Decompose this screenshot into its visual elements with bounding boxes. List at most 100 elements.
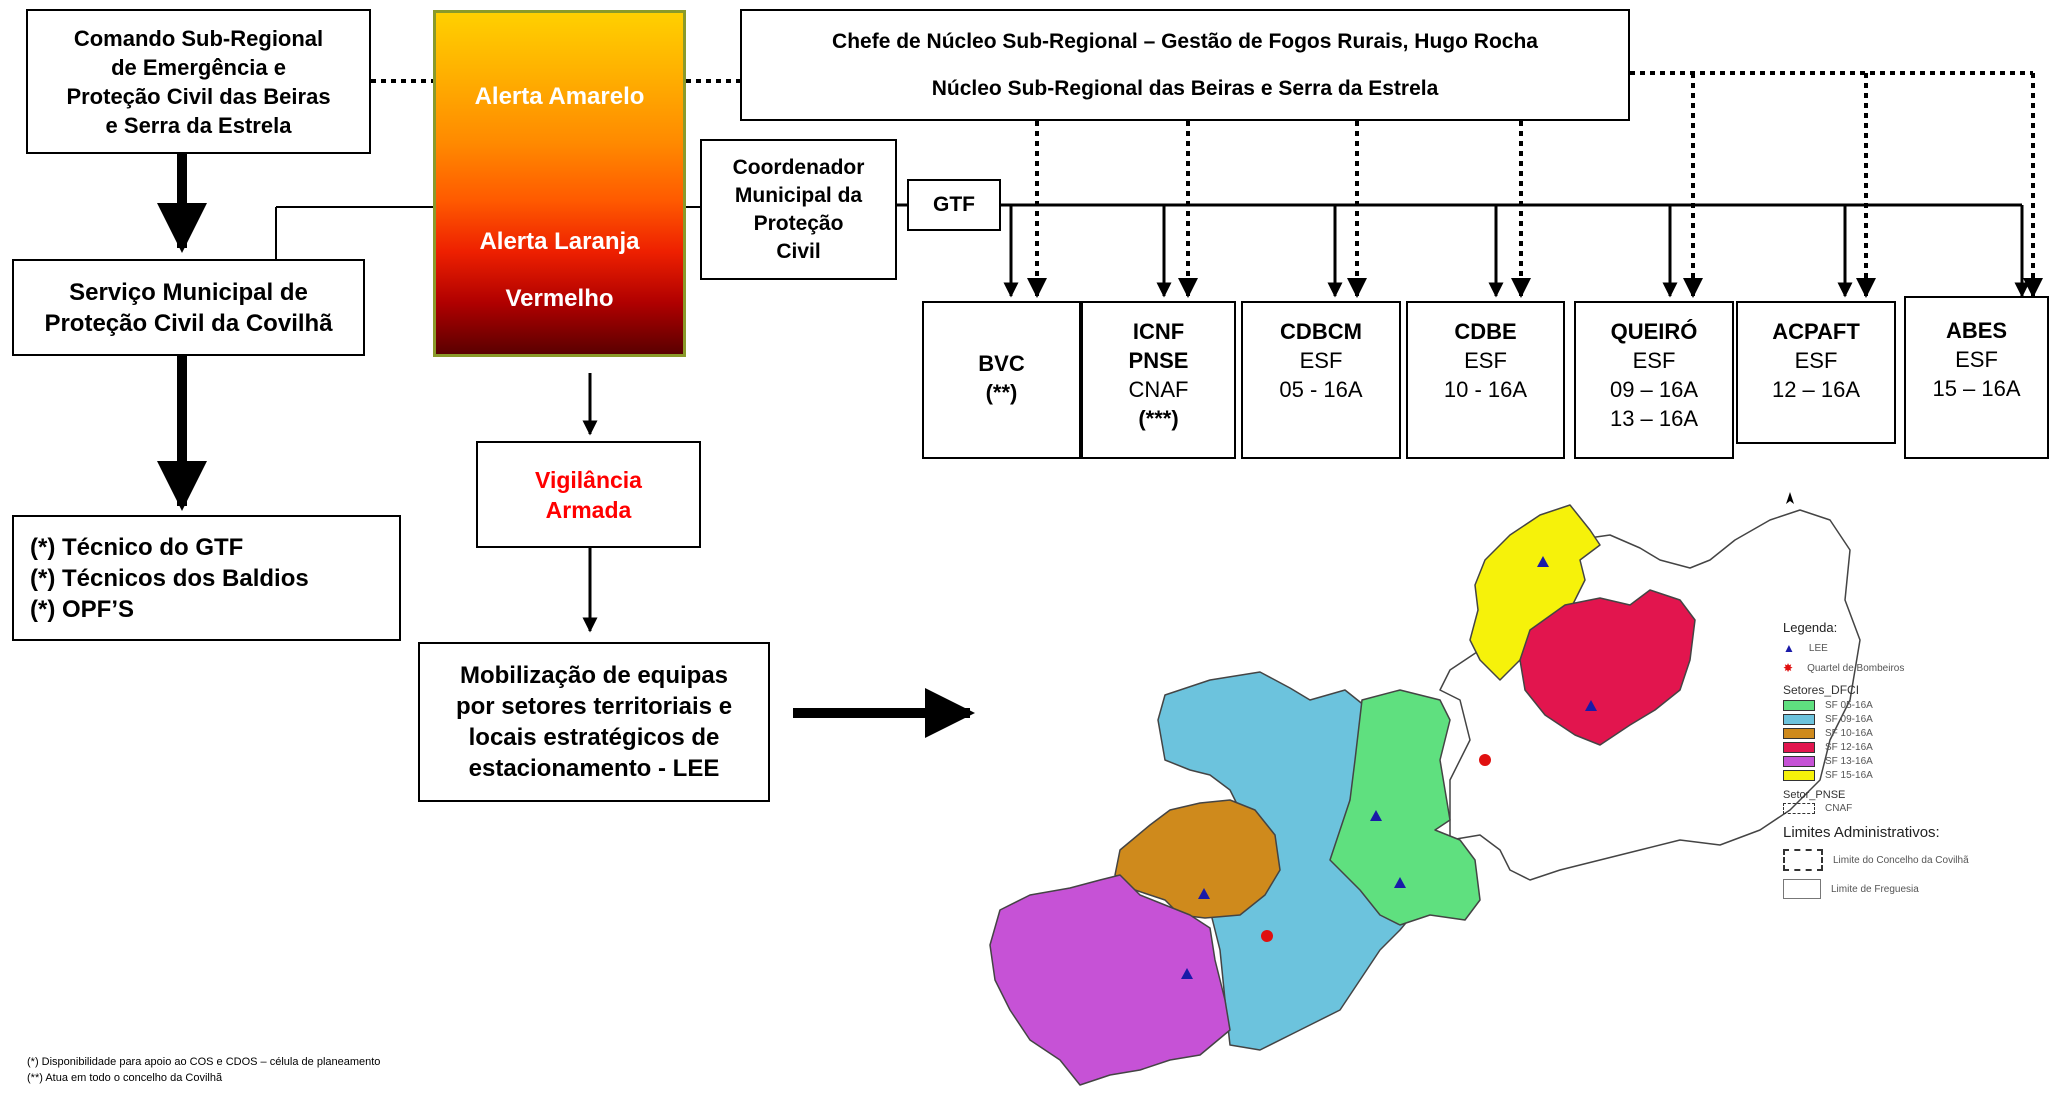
unit-line: 05 - 16A: [1279, 377, 1363, 402]
alert-amarelo: Alerta Amarelo: [474, 83, 645, 110]
unit-line: 13 – 16A: [1609, 406, 1699, 431]
tecnicos-line-1: (*) Técnico do GTF: [30, 533, 244, 561]
legend-pnse-label: CNAF: [1825, 803, 1853, 814]
footnote: (**) Atua em todo o concelho da Covilhã: [27, 1072, 223, 1084]
mobilizacao-line-3: locais estratégicos de: [468, 724, 720, 751]
lee-icon: [1537, 556, 1549, 567]
legend-setor: SF 12-16A: [1783, 742, 2033, 753]
unit-name: ICNF: [1132, 319, 1185, 344]
coordenador-box: Coordenador Municipal da Proteção Civil: [700, 139, 897, 280]
map-region-orange: [1114, 799, 1281, 919]
unit-line: ESF: [1464, 348, 1507, 373]
comando-line-1: Comando Sub-Regional: [73, 25, 324, 51]
north-arrow-icon: [1786, 492, 1794, 504]
unit-line: 12 – 16A: [1771, 377, 1861, 402]
unit-icnf: ICNF PNSE CNAF (***): [1081, 301, 1236, 459]
legend-setor-label: SF 10-16A: [1825, 728, 1873, 739]
servico-line-1: Serviço Municipal de: [69, 278, 308, 306]
unit-cdbe: CDBE ESF 10 - 16A: [1406, 301, 1565, 459]
legend-setor: SF 15-16A: [1783, 770, 2033, 781]
vigilancia-line-1: Vigilância: [535, 466, 642, 493]
legend-setor-label: SF 13-16A: [1825, 756, 1873, 767]
unit-name: CDBCM: [1280, 319, 1362, 344]
legend-pnse: CNAF: [1783, 803, 2033, 814]
tecnicos-line-3: (*) OPF’S: [30, 595, 135, 623]
unit-name: QUEIRÓ: [1610, 319, 1698, 344]
legend-title: Legenda:: [1783, 620, 1838, 635]
comando-line-2: de Emergência e: [111, 54, 286, 80]
alert-laranja: Alerta Laranja: [479, 228, 640, 255]
chefe-box: Chefe de Núcleo Sub-Regional – Gestão de…: [740, 9, 1630, 121]
footnotes: (*) Disponibilidade para apoio ao COS e …: [27, 1054, 380, 1086]
unit-line: (**): [985, 380, 1018, 405]
map-quartel-markers: [1261, 754, 1491, 942]
coordenador-line-1: Coordenador: [732, 155, 865, 179]
unit-line: ESF: [1632, 348, 1676, 373]
map-region-green: [1329, 689, 1481, 926]
unit-line: (***): [1138, 406, 1179, 431]
comando-box: Comando Sub-Regional de Emergência e Pro…: [26, 9, 371, 154]
unit-acpaft: ACPAFT ESF 12 – 16A: [1736, 301, 1896, 444]
legend-limite-concelho: Limite do Concelho da Covilhã: [1783, 849, 2033, 871]
mobilizacao-line-4: estacionamento - LEE: [468, 755, 720, 782]
legend-setor-label: SF 15-16A: [1825, 770, 1873, 781]
legend-setor: SF 05-16A: [1783, 700, 2033, 711]
quartel-icon: ✸: [1783, 661, 1794, 675]
unit-name: CDBE: [1454, 319, 1517, 344]
mobilizacao-box: Mobilização de equipas por setores terri…: [418, 642, 770, 802]
legend-quartel-label: Quartel de Bombeiros: [1807, 662, 1905, 674]
unit-abes: ABES ESF 15 – 16A: [1904, 296, 2049, 459]
legend-limite-freguesia: Limite de Freguesia: [1783, 879, 2033, 899]
footnote: (*) Disponibilidade para apoio ao COS e …: [27, 1056, 381, 1068]
gtf-label: GTF: [933, 193, 975, 216]
gtf-box: GTF: [907, 179, 1001, 231]
map-region-magenta: [989, 874, 1231, 1086]
vigilancia-line-2: Armada: [545, 496, 632, 523]
lee-icon: ▲: [1783, 641, 1795, 655]
lee-icon: [1198, 888, 1210, 899]
comando-line-4: e Serra da Estrela: [105, 112, 292, 138]
tecnicos-box: (*) Técnico do GTF (*) Técnicos dos Bald…: [12, 515, 401, 641]
unit-line: PNSE: [1128, 348, 1189, 373]
legend-limite-concelho-label: Limite do Concelho da Covilhã: [1833, 854, 1969, 866]
lee-icon: [1181, 968, 1193, 979]
lee-icon: [1394, 877, 1406, 888]
servico-box: Serviço Municipal de Proteção Civil da C…: [12, 259, 365, 356]
unit-queiro: QUEIRÓ ESF 09 – 16A 13 – 16A: [1574, 301, 1734, 459]
legend-pnse-title: Setor_PNSE: [1783, 789, 1846, 801]
chefe-line-1: Chefe de Núcleo Sub-Regional – Gestão de…: [832, 29, 1538, 53]
legend-setor-label: SF 05-16A: [1825, 700, 1873, 711]
legend-lee-label: LEE: [1808, 642, 1828, 654]
chefe-line-2: Núcleo Sub-Regional das Beiras e Serra d…: [931, 76, 1439, 100]
legend-limites-title: Limites Administrativos:: [1783, 824, 1940, 841]
quartel-icon: [1261, 930, 1273, 942]
map-legend: Legenda: ▲ LEE ✸ Quartel de Bombeiros Se…: [1783, 620, 2033, 899]
alert-levels-box: Alerta Amarelo Alerta Laranja Vermelho: [433, 10, 686, 357]
legend-setor: SF 09-16A: [1783, 714, 2033, 725]
unit-bvc: BVC (**): [922, 301, 1081, 459]
legend-setor-label: SF 12-16A: [1825, 742, 1873, 753]
coordenador-line-3: Proteção: [753, 211, 844, 235]
quartel-icon: [1479, 754, 1491, 766]
mobilizacao-line-2: por setores territoriais e: [455, 693, 733, 720]
tecnicos-line-2: (*) Técnicos dos Baldios: [30, 564, 309, 592]
lee-icon: [1370, 810, 1382, 821]
legend-setor: SF 10-16A: [1783, 728, 2033, 739]
mobilizacao-line-1: Mobilização de equipas: [459, 662, 729, 689]
servico-line-2: Proteção Civil da Covilhã: [44, 309, 333, 337]
unit-line: 15 – 16A: [1932, 376, 2021, 401]
alert-vermelho: Vermelho: [505, 285, 614, 312]
map-region-red: [1519, 589, 1696, 746]
unit-line: ESF: [1299, 348, 1343, 373]
lee-icon: [1585, 700, 1597, 711]
unit-line: ESF: [1794, 348, 1838, 373]
legend-lee: ▲ LEE: [1783, 641, 2033, 655]
unit-cdbcm: CDBCM ESF 05 - 16A: [1241, 301, 1401, 459]
vigilancia-box: Vigilância Armada: [476, 441, 701, 548]
unit-line: CNAF: [1128, 377, 1189, 402]
unit-name: BVC: [978, 351, 1025, 376]
unit-line: 09 – 16A: [1609, 377, 1699, 402]
coordenador-line-4: Civil: [776, 239, 821, 263]
legend-quartel: ✸ Quartel de Bombeiros: [1783, 661, 2033, 675]
